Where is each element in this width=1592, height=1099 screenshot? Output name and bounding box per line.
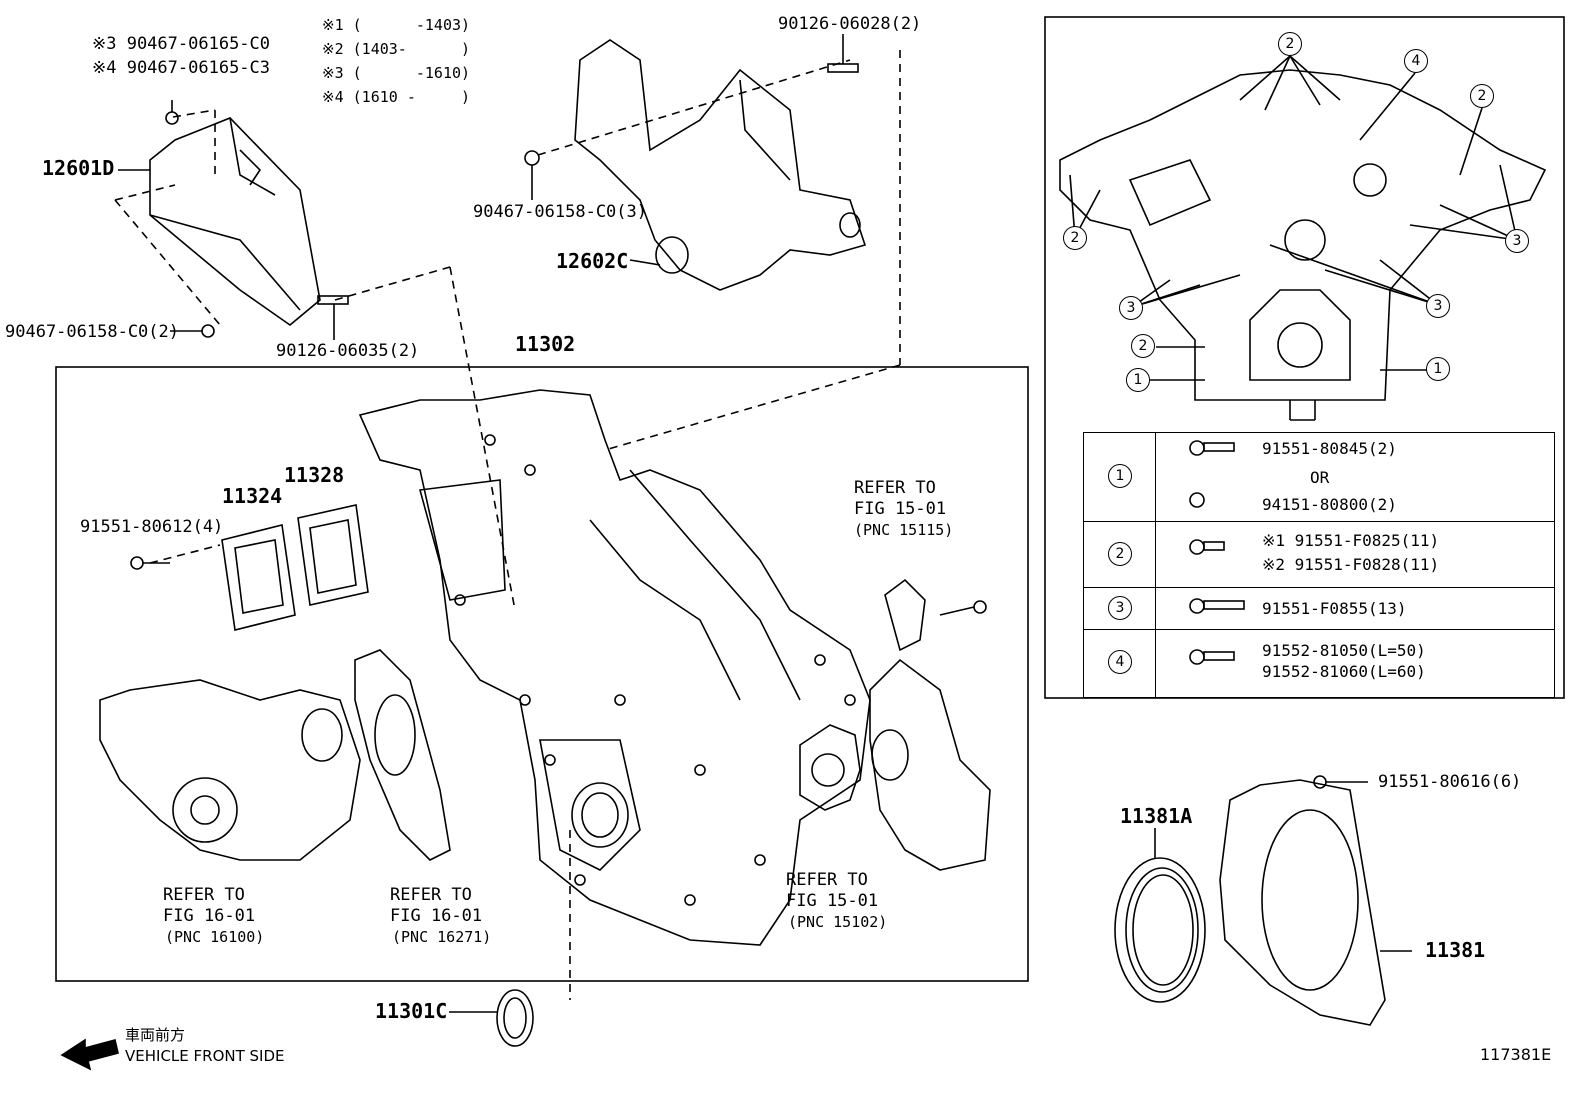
label-12602C: 12602C	[556, 249, 629, 273]
inset-engine-outline	[1059, 55, 1547, 421]
refer-15102-line2: FIG 15-01	[786, 891, 879, 911]
bolt-table: 1 91551-80845(2) OR 94151-80800(2) 2 ※1 …	[1083, 432, 1555, 698]
bolt-table-row-1: 1 91551-80845(2) OR 94151-80800(2)	[1084, 433, 1554, 522]
label-11381: 11381	[1425, 938, 1486, 962]
timing-cover-11302	[358, 389, 871, 946]
oil-pump	[799, 578, 991, 871]
bracket-12601D	[114, 109, 321, 327]
row-3-key: 3	[1108, 596, 1132, 620]
refer-15115-line3: (PNC 15115)	[854, 521, 954, 539]
refer-16100-line3: (PNC 16100)	[165, 928, 265, 946]
refer-16271-line3: (PNC 16271)	[392, 928, 492, 946]
note-1: ※1 ( -1403)	[322, 16, 471, 34]
note-2: ※2 (1403- )	[322, 40, 471, 58]
note-3: ※3 ( -1610)	[322, 64, 471, 82]
refer-16271-line2: FIG 16-01	[390, 906, 483, 926]
row-2-part-b: ※2 91551-F0828(11)	[1262, 555, 1440, 574]
label-bolt-91551-80612: 91551-80612(4)	[80, 517, 224, 537]
refer-16271-line1: REFER TO	[390, 885, 472, 905]
callout-2-lower: 2	[1131, 334, 1155, 358]
row-2-part-a: ※1 91551-F0825(11)	[1262, 531, 1440, 550]
refer-16100-line1: REFER TO	[163, 885, 245, 905]
bolt-table-row-3: 3 91551-F0855(13)	[1084, 588, 1554, 630]
label-stud-90126-06035: 90126-06035(2)	[276, 341, 420, 361]
callout-2-left: 2	[1063, 226, 1087, 250]
label-stud-90126-06028: 90126-06028(2)	[778, 14, 922, 34]
front-arrow	[60, 1038, 119, 1071]
bolt-icons	[130, 34, 1368, 789]
assembly-frame	[55, 366, 1029, 982]
callout-3-mid: 3	[1426, 294, 1450, 318]
inset-frame	[1044, 16, 1565, 699]
label-bolt-90467-06165-c0: ※3 90467-06165-C0	[92, 34, 271, 54]
label-11328: 11328	[284, 463, 345, 487]
callout-2-top: 2	[1278, 32, 1302, 56]
callout-4: 4	[1404, 49, 1428, 73]
cover-12602C	[537, 39, 901, 365]
vehicle-front-en: VEHICLE FRONT SIDE	[125, 1047, 285, 1065]
refer-15102-line1: REFER TO	[786, 870, 868, 890]
seal-11301C	[496, 989, 534, 1047]
callout-2-right: 2	[1470, 84, 1494, 108]
label-bolt-90467-06165-c3: ※4 90467-06165-C3	[92, 58, 271, 78]
note-4: ※4 (1610 - )	[322, 88, 471, 106]
label-bolt-90467-06158-left: 90467-06158-C0(2)	[5, 322, 179, 342]
row-1-key: 1	[1108, 464, 1132, 488]
callout-1-right: 1	[1426, 357, 1450, 381]
gaskets	[221, 504, 369, 631]
refer-15102-line3: (PNC 15102)	[788, 913, 888, 931]
row-1-part-b: 94151-80800(2)	[1262, 495, 1397, 514]
row-4-key: 4	[1108, 650, 1132, 674]
label-bolt-90467-06158-right: 90467-06158-C0(3)	[473, 202, 647, 222]
refer-15115-line2: FIG 15-01	[854, 499, 947, 519]
label-11324: 11324	[222, 484, 283, 508]
callout-1-left: 1	[1126, 368, 1150, 392]
refer-16100-line2: FIG 16-01	[163, 906, 256, 926]
seal-11381A	[1114, 857, 1206, 1003]
row-4-part-b: 91552-81060(L=60)	[1262, 662, 1426, 681]
row-2-key: 2	[1108, 542, 1132, 566]
row-3-part: 91551-F0855(13)	[1262, 599, 1407, 618]
label-12601D: 12601D	[42, 156, 115, 180]
callout-3-right: 3	[1505, 229, 1529, 253]
label-bolt-91551-80616: 91551-80616(6)	[1378, 772, 1522, 792]
water-pump	[99, 649, 451, 861]
callout-3-left: 3	[1119, 296, 1143, 320]
refer-15115-line1: REFER TO	[854, 478, 936, 498]
retainer-11381	[1219, 779, 1386, 1026]
vehicle-front-jp: 車両前方	[125, 1026, 186, 1044]
bolt-table-row-4: 4 91552-81050(L=50) 91552-81060(L=60)	[1084, 630, 1554, 697]
bolt-table-row-2: 2 ※1 91551-F0825(11) ※2 91551-F0828(11)	[1084, 522, 1554, 588]
label-11302: 11302	[515, 332, 576, 356]
illustration-code: 117381E	[1480, 1045, 1552, 1064]
row-1-or: OR	[1310, 468, 1330, 487]
row-1-part-a: 91551-80845(2)	[1262, 439, 1397, 458]
row-4-part-a: 91552-81050(L=50)	[1262, 641, 1426, 660]
table-bolt-icons	[1189, 440, 1245, 665]
label-11381A: 11381A	[1120, 804, 1193, 828]
label-11301C: 11301C	[375, 999, 448, 1023]
